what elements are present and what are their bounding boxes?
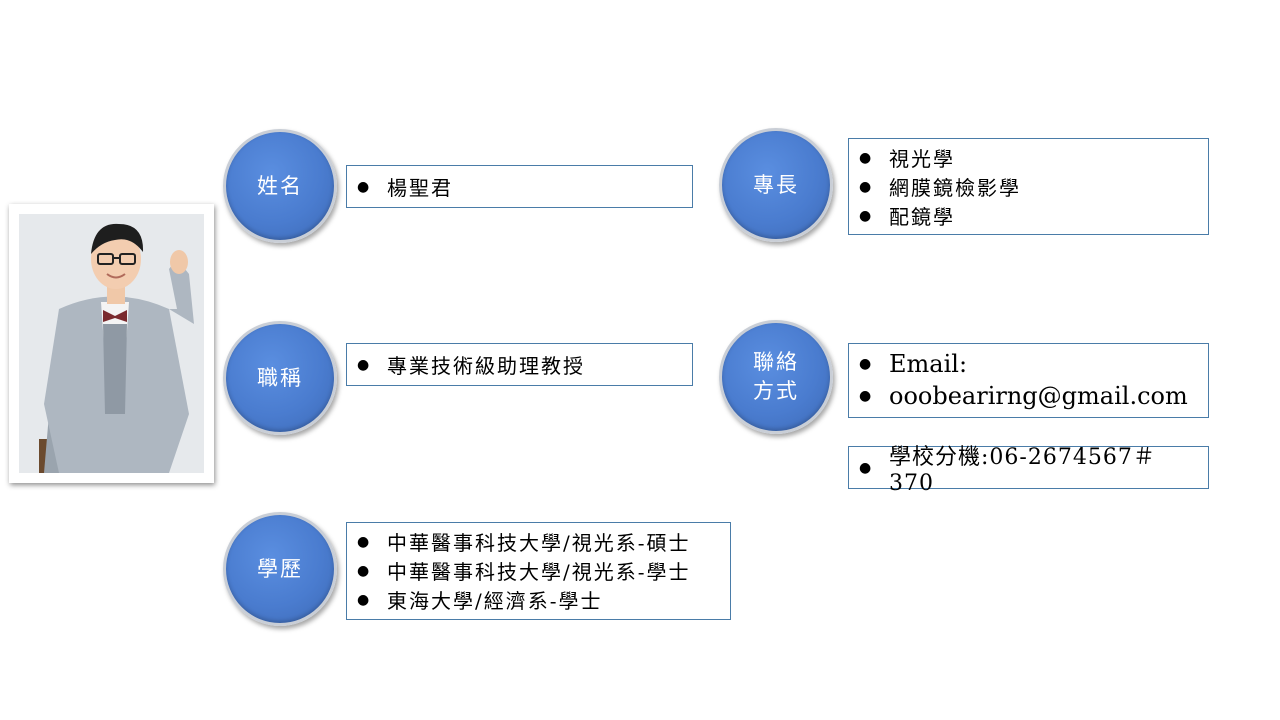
specialty-value: 網膜鏡檢影學 [889, 176, 1021, 200]
job-title-item: ● 專業技術級助理教授 [357, 348, 682, 381]
title-label: 職稱 [257, 365, 303, 390]
name-item: ● 楊聖君 [357, 170, 682, 203]
contact-label-circle: 聯絡 方式 [719, 320, 833, 434]
name-box: ● 楊聖君 [346, 165, 693, 208]
contact-item: ● ooobearirng@gmail.com [859, 380, 1198, 412]
specialty-item: ● 配鏡學 [859, 201, 1198, 230]
education-value: 中華醫事科技大學/視光系-學士 [387, 560, 691, 584]
education-box: ● 中華醫事科技大學/視光系-碩士 ● 中華醫事科技大學/視光系-學士 ● 東海… [346, 522, 731, 620]
name-value: 楊聖君 [387, 176, 453, 200]
specialty-item: ● 網膜鏡檢影學 [859, 172, 1198, 201]
extension-box: ● 學校分機:06-2674567＃370 [848, 445, 1209, 496]
specialty-label: 專長 [753, 172, 799, 197]
bullet-icon: ● [357, 533, 370, 550]
education-label-circle: 學歷 [223, 512, 337, 626]
education-item: ● 中華醫事科技大學/視光系-碩士 [357, 527, 720, 556]
specialty-label-circle: 專長 [719, 128, 833, 242]
contact-label-line1: 聯絡 [753, 350, 799, 374]
bullet-icon: ● [859, 149, 872, 166]
bullet-icon: ● [859, 459, 872, 476]
contact-box: ● Email: ● ooobearirng@gmail.com [848, 343, 1209, 418]
bullet-icon: ● [859, 207, 872, 224]
job-title-value: 專業技術級助理教授 [387, 354, 585, 378]
bullet-icon: ● [357, 356, 370, 373]
education-value: 東海大學/經濟系-學士 [387, 589, 603, 613]
name-label: 姓名 [257, 173, 303, 198]
specialty-value: 視光學 [889, 147, 955, 171]
profile-photo [19, 214, 204, 473]
specialty-box: ● 視光學 ● 網膜鏡檢影學 ● 配鏡學 [848, 138, 1209, 235]
education-item: ● 中華醫事科技大學/視光系-學士 [357, 556, 720, 585]
contact-label-line2: 方式 [753, 379, 799, 403]
person-portrait-icon [19, 214, 204, 473]
name-label-circle: 姓名 [223, 129, 337, 243]
education-label: 學歷 [257, 556, 303, 581]
contact-item: ● Email: [859, 348, 1198, 380]
title-label-circle: 職稱 [223, 321, 337, 435]
bullet-icon: ● [357, 178, 370, 195]
job-title-box: ● 專業技術級助理教授 [346, 343, 693, 386]
bullet-icon: ● [859, 388, 872, 404]
specialty-item: ● 視光學 [859, 143, 1198, 172]
profile-photo-frame [9, 204, 214, 483]
extension-item: ● 學校分機:06-2674567＃370 [859, 445, 1198, 496]
extension-value: 學校分機:06-2674567＃370 [889, 445, 1156, 496]
bullet-icon: ● [859, 356, 872, 372]
education-value: 中華醫事科技大學/視光系-碩士 [387, 531, 691, 555]
specialty-value: 配鏡學 [889, 205, 955, 229]
email-address[interactable]: ooobearirng@gmail.com [889, 382, 1188, 410]
email-label: Email: [889, 350, 968, 378]
bullet-icon: ● [859, 178, 872, 195]
education-item: ● 東海大學/經濟系-學士 [357, 585, 720, 614]
bullet-icon: ● [357, 562, 370, 579]
bullet-icon: ● [357, 591, 370, 608]
